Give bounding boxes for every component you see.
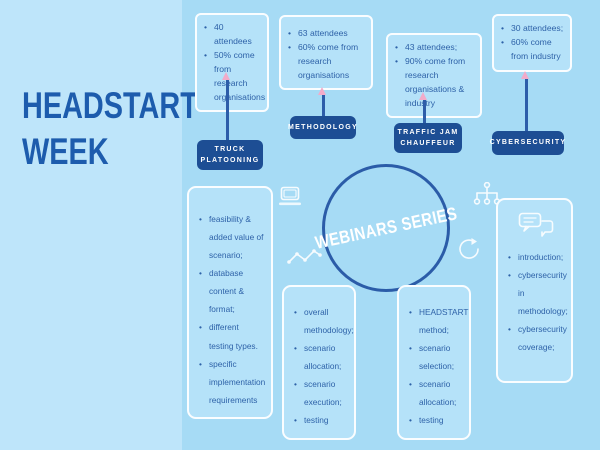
connector-truck-platooning [226,80,229,141]
topic-item: specific implementation requirements [198,355,265,409]
label-methodology: METHODOLOGY [288,116,357,139]
stat-item: 90% come from research organisations & i… [394,55,475,111]
topic-item: HEADSTART method; [408,303,468,339]
arrow-up-icon [222,72,230,80]
laptop-icon [278,186,302,207]
chat-icon [518,212,554,240]
arrow-up-icon [521,71,529,79]
page-title-line1: HEADSTART [22,85,198,126]
topic-item: testing [293,411,348,429]
label-traffic-jam-chauffeur: TRAFFIC JAM CHAUFFEUR [394,123,462,154]
arrow-up-icon [318,87,326,95]
topic-item: scenario allocation; [293,339,348,375]
stat-item: 40 attendees [203,21,262,49]
stat-item: 60% come from industry [500,36,565,64]
topic-item: overall methodology; [293,303,354,339]
stat-box-traffic-jam-chauffeur: 43 attendees; 90% come from research org… [386,33,482,118]
topic-box-cybersecurity: introduction; cybersecurity in methodolo… [496,198,573,383]
circle-label: WEBINARS SERIES [313,202,459,253]
connector-traffic-jam [423,100,426,123]
stat-box-cybersecurity: 30 attendees; 60% come from industry [492,14,572,72]
arrow-up-icon [419,92,427,100]
stat-item: 43 attendees; [394,41,475,55]
topic-item: cybersecurity in methodology; [507,266,568,320]
label-truck-platooning: TRUCK PLATOONING [197,140,263,171]
connector-cybersecurity [525,79,528,131]
line-chart-icon [287,247,323,267]
connector-methodology [322,95,325,117]
topic-item: feasibility & added value of scenario; [198,210,265,264]
stat-box-truck-platooning: 40 attendees 50% come from research orga… [195,13,269,112]
stat-box-methodology: 63 attendees 60% come from research orga… [279,15,373,90]
topic-item: scenario selection; [408,339,463,375]
page-title-line2: WEEK [22,131,109,173]
topic-item: database content & format; [198,264,265,318]
topic-item: testing [408,411,463,429]
page-title: HEADSTART WEEK [22,83,247,176]
label-cybersecurity: CYBERSECURITY [490,131,565,155]
stat-item: 63 attendees [287,27,366,41]
stat-item: 30 attendees; [500,22,565,36]
topic-item: scenario allocation; [408,375,463,411]
topic-box-methodology: overall methodology; scenario allocation… [282,285,356,440]
webinars-series-circle: WEBINARS SERIES [313,164,459,292]
refresh-icon [456,236,481,261]
topic-box-traffic-jam-chauffeur: HEADSTART method; scenario selection; sc… [397,285,471,440]
topic-item: scenario execution; [293,375,348,411]
topic-box-truck-platooning: feasibility & added value of scenario; d… [187,186,273,419]
left-panel [0,0,182,450]
stat-item: 50% come from research organisations [203,49,265,105]
topic-item: introduction; [507,248,565,266]
stat-item: 60% come from research organisations [287,41,366,83]
topic-item: cybersecurity coverage; [507,320,567,356]
topic-item: different testing types. [198,318,265,354]
